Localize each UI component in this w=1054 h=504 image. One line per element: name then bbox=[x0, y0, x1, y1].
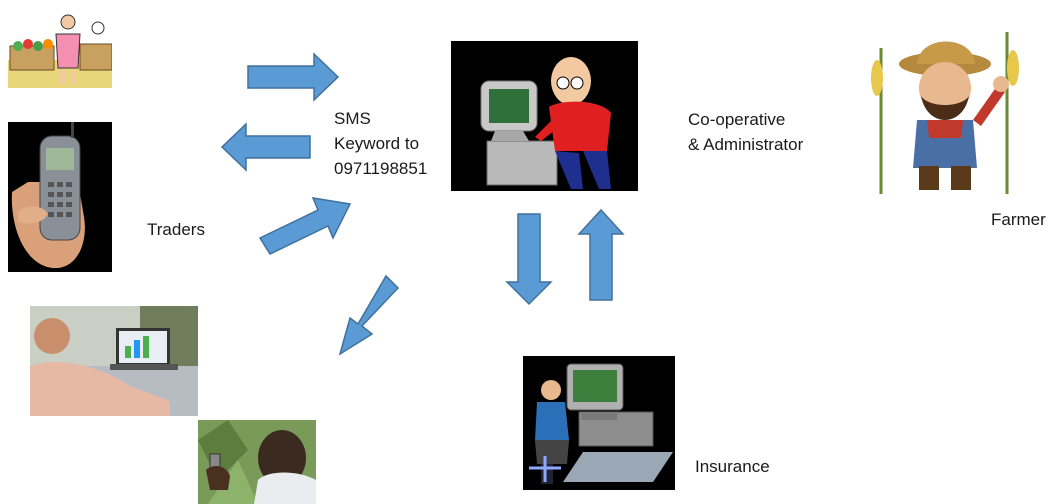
farmer-label: Farmer bbox=[991, 210, 1046, 229]
traders-label: Traders bbox=[147, 220, 205, 239]
arrow-up-from-insurance bbox=[577, 208, 625, 301]
insurance-computer-clipart bbox=[523, 356, 675, 490]
sms-label-line-3: 0971198851 bbox=[334, 159, 428, 178]
arrow-sms-to-laptop bbox=[338, 274, 400, 356]
arrow-traders-to-sms bbox=[258, 197, 352, 255]
sms-label-line-2: Keyword to bbox=[334, 134, 420, 153]
man-with-laptop-photo bbox=[30, 306, 198, 424]
arrow-left-to-phone bbox=[220, 122, 311, 172]
arrow-right-to-sms bbox=[247, 52, 340, 102]
arrow-down-to-insurance bbox=[505, 213, 553, 306]
mobile-phone-in-hand-photo bbox=[8, 122, 112, 272]
market-vendor-illustration bbox=[8, 10, 112, 88]
insurance-label: Insurance bbox=[695, 457, 770, 476]
farmer-cartoon bbox=[857, 8, 1032, 196]
sms-label-line-1: SMS bbox=[334, 109, 371, 128]
cooperative-label-line-1: Co-operative bbox=[688, 110, 786, 129]
man-using-phone-in-field-photo bbox=[198, 420, 316, 504]
cooperative-label-line-2: & Administrator bbox=[688, 135, 804, 154]
computer-user-cartoon bbox=[451, 41, 638, 191]
